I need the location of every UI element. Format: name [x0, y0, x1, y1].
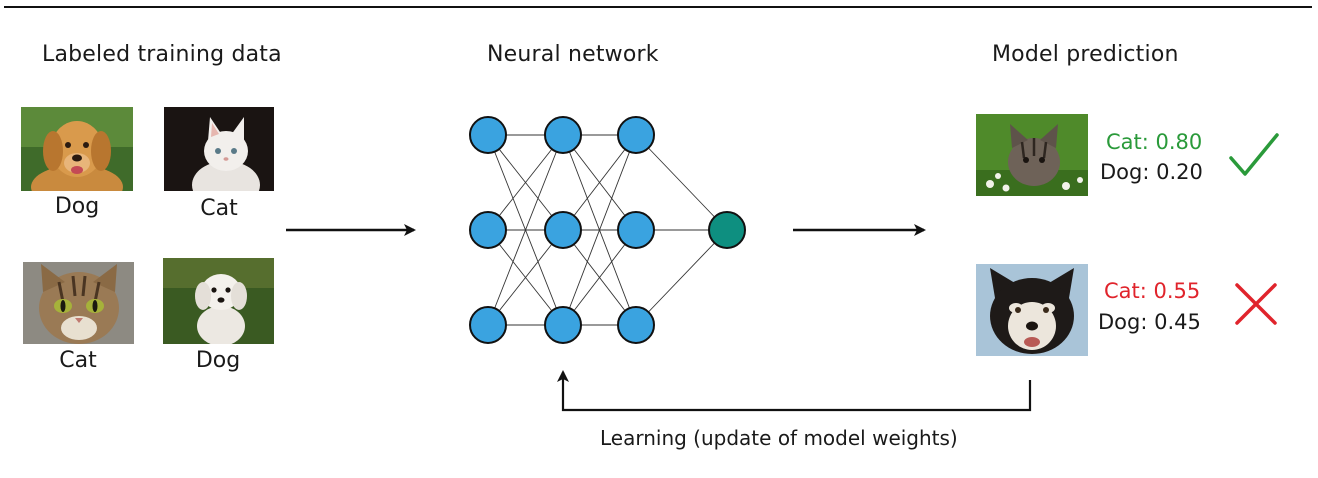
network-node-l1-1 — [469, 116, 507, 154]
output-node — [708, 211, 746, 249]
network-connections — [487, 134, 728, 326]
network-edge — [487, 134, 564, 326]
network-node-l1-2 — [469, 211, 507, 249]
white-kitten-photo — [164, 107, 274, 191]
network-node-l3-1 — [617, 116, 655, 154]
network-nodes — [469, 116, 746, 344]
white-puppy-photo — [163, 258, 274, 344]
training-label-dog-2: Dog — [195, 348, 241, 373]
prediction-2-cat-prob: Cat: 0.55 — [1104, 279, 1201, 303]
tabby-cat-photo — [23, 262, 134, 344]
network-edge — [487, 229, 564, 326]
cross-icon — [1235, 283, 1277, 325]
training-label-cat-2: Cat — [59, 348, 97, 373]
training-label-dog-1: Dog — [54, 194, 100, 219]
training-data-heading: Labeled training data — [42, 42, 282, 67]
husky-photo — [976, 264, 1088, 356]
top-divider — [4, 6, 1312, 8]
network-node-l3-2 — [617, 211, 655, 249]
golden-retriever-photo — [21, 107, 133, 191]
network-edge — [635, 134, 728, 231]
checkmark-icon — [1229, 133, 1279, 176]
network-node-l2-2 — [544, 211, 582, 249]
network-edge — [635, 229, 728, 326]
tabby-kitten-photo — [976, 114, 1088, 196]
network-edge — [562, 134, 637, 231]
feedback-arrow — [557, 370, 1032, 412]
prediction-2-dog-prob: Dog: 0.45 — [1098, 310, 1201, 334]
network-node-l2-3 — [544, 306, 582, 344]
prediction-1-cat-prob: Cat: 0.80 — [1106, 130, 1203, 154]
network-edge — [487, 134, 564, 231]
prediction-1-dog-prob: Dog: 0.20 — [1100, 160, 1203, 184]
learning-feedback-label: Learning (update of model weights) — [600, 426, 958, 450]
model-prediction-heading: Model prediction — [992, 42, 1179, 67]
neural-network-heading: Neural network — [487, 42, 659, 67]
network-edge — [562, 134, 637, 326]
network-edge — [562, 229, 637, 326]
network-node-l3-3 — [617, 306, 655, 344]
training-label-cat-1: Cat — [200, 196, 238, 221]
network-node-l1-3 — [469, 306, 507, 344]
network-node-l2-1 — [544, 116, 582, 154]
